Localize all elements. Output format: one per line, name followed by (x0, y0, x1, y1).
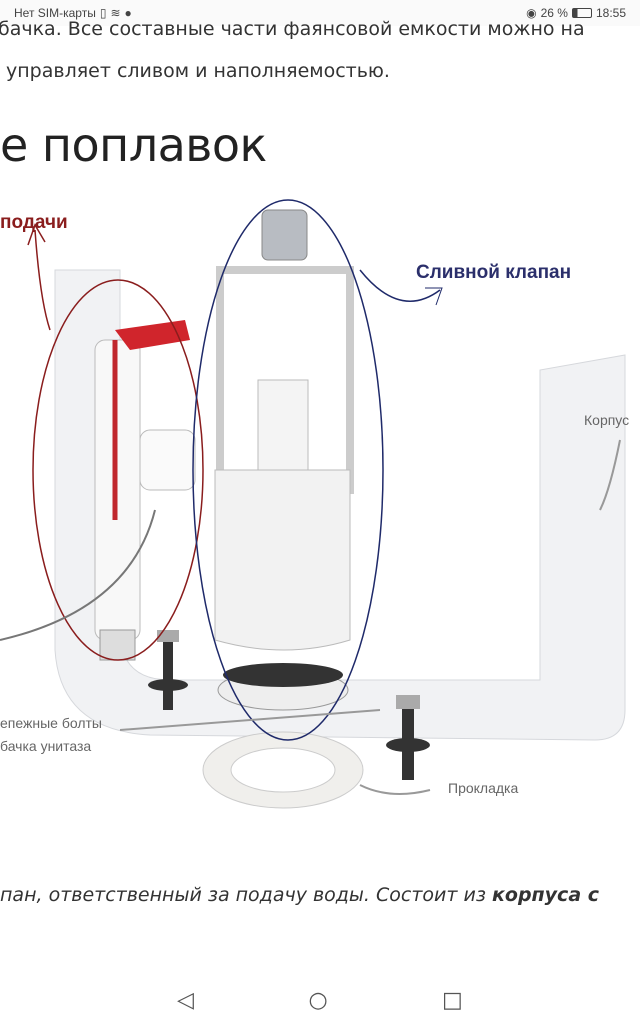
clock: 18:55 (595, 6, 626, 20)
home-button[interactable]: ○ (308, 987, 328, 1013)
section-heading: е поплавок (0, 118, 267, 172)
recent-apps-button[interactable]: □ (442, 987, 463, 1013)
carrier-text: Нет SIM-карты (14, 6, 96, 20)
label-bolts-1: епежные болты (0, 715, 102, 731)
label-gasket: Прокладка (448, 780, 519, 796)
paragraph-bold: корпуса с (492, 884, 600, 906)
status-bar: Нет SIM-карты▯≋● ◉26 % 18:55 (0, 0, 640, 26)
label-supply: подачи (0, 212, 68, 233)
label-body: Корпус (584, 412, 630, 428)
label-drain-valve: Сливной клапан (416, 262, 572, 283)
wifi-icon: ≋ (110, 6, 121, 20)
sim-alert-icon: ▯ (99, 6, 107, 20)
battery-percent: 26 % (540, 6, 568, 20)
eye-icon: ◉ (526, 6, 537, 20)
location-icon: ● (124, 6, 132, 20)
tank-fittings-illustration (0, 199, 626, 809)
article-text-line: бачка. Все составные части фаянсовой емк… (0, 18, 585, 40)
article-text-line: управляет сливом и наполняемостью. (6, 60, 390, 82)
article-paragraph: пан, ответственный за подачу воды. Состо… (0, 884, 599, 906)
back-button[interactable]: ◁ (177, 987, 195, 1013)
paragraph-text: пан, ответственный за подачу воды. Состо… (0, 884, 492, 906)
navigation-bar: ◁ ○ □ (0, 976, 640, 1024)
label-bolts-2: бачка унитаза (0, 738, 92, 754)
battery-icon (571, 8, 592, 18)
